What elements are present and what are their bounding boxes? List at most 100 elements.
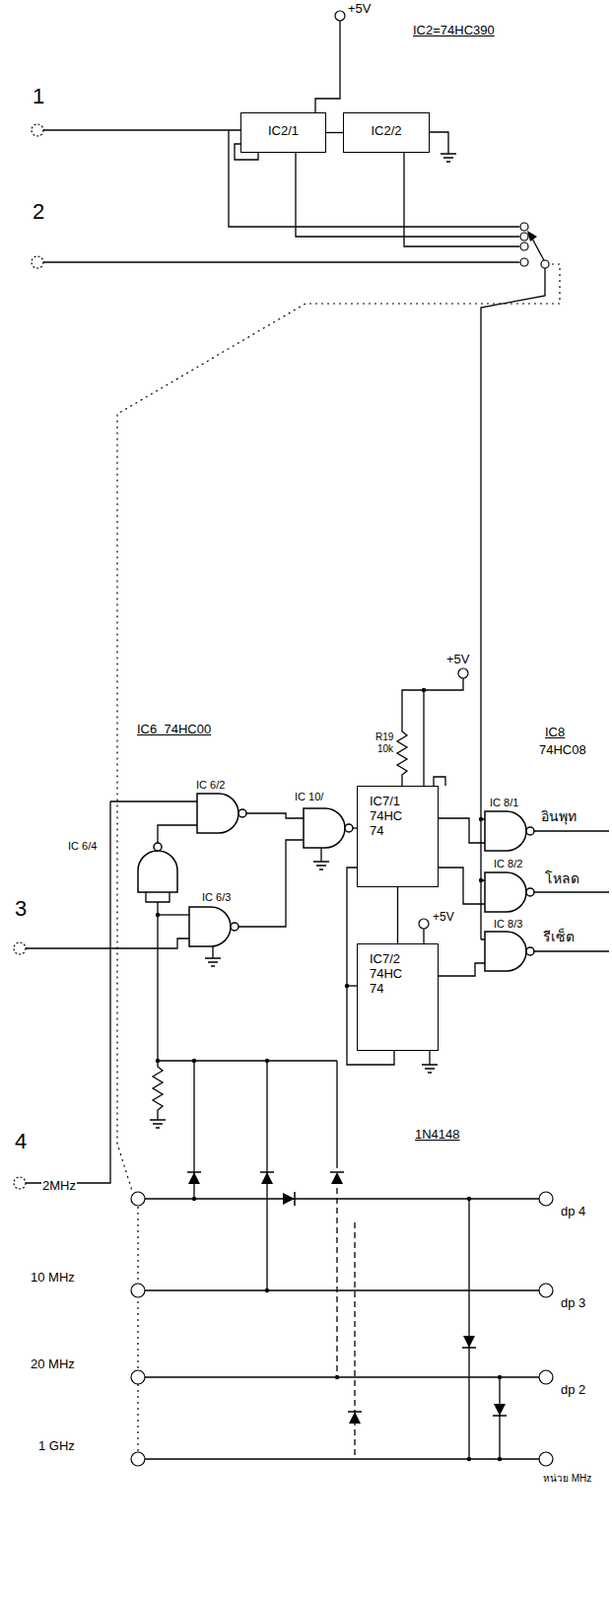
ic-box: IC7/2 74HC 74 xyxy=(356,943,439,1051)
schematic-stroke xyxy=(534,830,610,952)
schematic-stroke xyxy=(539,1451,553,1466)
terminals xyxy=(13,124,44,1189)
gate-label: IC 8/1 xyxy=(488,796,520,809)
schematic-stroke xyxy=(347,1411,362,1424)
supply-terminals xyxy=(131,10,553,1466)
frequency-label: 2MHz xyxy=(41,1178,77,1193)
schematic-stroke xyxy=(192,1058,197,1063)
schematic-stroke xyxy=(422,689,424,786)
signal-name: อินพุท xyxy=(540,809,578,824)
schematic-stroke xyxy=(313,855,330,870)
supply-label: +5V xyxy=(346,1,373,16)
part-label: R19 xyxy=(374,731,395,743)
schematic-stroke xyxy=(336,1187,338,1377)
schematic-stroke xyxy=(303,808,353,848)
frequency-label: 10 MHz xyxy=(29,1270,76,1285)
schematic-stroke xyxy=(265,1058,270,1063)
pin-label: dp 3 xyxy=(559,1295,587,1310)
schematic-stroke xyxy=(438,867,485,904)
schematic-stroke xyxy=(330,1171,344,1184)
schematic-stroke xyxy=(197,793,247,833)
ic-box: IC7/1 74HC 74 xyxy=(356,785,439,887)
schematic-stroke xyxy=(117,264,560,1191)
gate-symbols xyxy=(137,793,535,971)
schematic-stroke xyxy=(157,824,198,843)
schematic-stroke xyxy=(246,813,304,818)
schematic-stroke xyxy=(531,236,545,263)
schematic-stroke xyxy=(145,891,170,902)
ic-name: IC7/1 74HC 74 xyxy=(369,794,419,839)
schematic-stroke xyxy=(428,1050,430,1059)
gate-label: IC 6/2 xyxy=(195,778,226,791)
schematic-stroke xyxy=(520,222,529,231)
schematic-stroke xyxy=(155,912,160,917)
gate-label: IC 10/ xyxy=(293,790,325,803)
schematic-stroke xyxy=(43,261,520,263)
gate-label: IC 8/3 xyxy=(492,917,524,930)
schematic-stroke xyxy=(433,776,446,786)
schematic-stroke xyxy=(265,1288,270,1292)
schematic-stroke xyxy=(157,913,190,915)
schematic-stroke xyxy=(497,1374,502,1379)
ic-label: IC2=74HC390 xyxy=(411,23,496,38)
gate-label: IC 8/2 xyxy=(492,857,524,870)
ic-name: IC2/2 xyxy=(347,124,425,139)
junction-dots xyxy=(155,687,502,1461)
schematic-stroke xyxy=(336,1060,338,1168)
schematic-stroke xyxy=(539,1191,553,1206)
schematic-stroke xyxy=(344,983,349,988)
schematic-stroke xyxy=(421,1058,438,1073)
wire-connector xyxy=(397,886,399,944)
wire-connector xyxy=(326,132,343,134)
schematic-stroke xyxy=(478,878,483,883)
schematic-stroke xyxy=(131,1283,145,1297)
schematic-stroke xyxy=(541,260,549,269)
schematic-stroke xyxy=(539,1369,553,1384)
schematic-stroke xyxy=(25,801,111,1183)
schematic-stroke xyxy=(136,1206,138,1451)
schematic-stroke xyxy=(282,1191,295,1206)
schematic-stroke xyxy=(468,1198,470,1459)
schematic-stroke xyxy=(131,1191,145,1206)
value-label: 10k xyxy=(376,743,395,754)
supply-label: +5V xyxy=(445,652,472,667)
schematic-stroke xyxy=(498,1376,500,1459)
schematic-stroke xyxy=(31,256,44,269)
schematic-stroke xyxy=(43,129,241,131)
pin-label: dp 2 xyxy=(559,1382,587,1397)
unit-label: หน่วย MHz xyxy=(542,1472,593,1484)
schematic-stroke xyxy=(155,1058,160,1063)
schematic-stroke xyxy=(157,1059,338,1061)
signal-name: โหลด xyxy=(544,871,581,886)
schematic-stroke xyxy=(189,906,239,947)
schematic-stroke xyxy=(520,232,529,241)
schematic-stroke xyxy=(13,1176,26,1189)
schematic-stroke xyxy=(404,152,520,247)
schematic-stroke xyxy=(320,847,322,856)
wires xyxy=(25,20,610,1459)
callout-number: 4 xyxy=(13,1129,28,1154)
schematic-stroke xyxy=(484,811,535,851)
schematic-stroke xyxy=(31,124,44,136)
schematic-stroke xyxy=(131,1369,145,1384)
schematic-stroke xyxy=(110,800,198,802)
ic-name: IC7/2 74HC 74 xyxy=(369,952,419,997)
ic-label: IC8 xyxy=(544,725,566,740)
schematic-stroke xyxy=(467,1196,472,1201)
schematic-stroke xyxy=(497,1456,502,1461)
schematic-stroke xyxy=(131,1451,145,1466)
schematic-stroke xyxy=(484,931,535,971)
schematic-stroke xyxy=(192,1196,197,1201)
schematic-stroke xyxy=(462,1335,476,1348)
schematic-stroke xyxy=(204,952,221,966)
schematic-stroke xyxy=(335,10,345,21)
schematic-stroke xyxy=(187,1171,202,1184)
schematic-stroke xyxy=(211,946,213,952)
schematic-stroke xyxy=(25,938,190,949)
schematic-stroke xyxy=(429,132,449,148)
ground-symbols xyxy=(149,147,457,1128)
schematic-stroke xyxy=(438,962,485,976)
part-label: 1N4148 xyxy=(413,1127,462,1142)
schematic-stroke xyxy=(335,1374,340,1379)
schematic-stroke xyxy=(478,816,483,821)
